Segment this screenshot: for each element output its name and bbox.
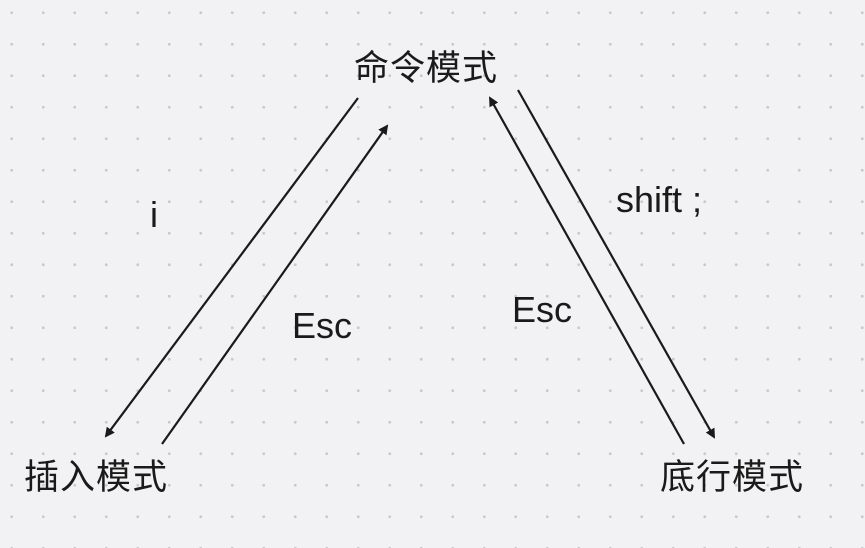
- node-last-line-mode: 底行模式: [660, 458, 805, 498]
- arrow-command-to-insert: [104, 97, 359, 438]
- arrow-lastline-to-command: [489, 96, 685, 445]
- edge-label-command-to-insert: i: [150, 194, 158, 235]
- arrow-insert-to-command: [161, 124, 389, 445]
- arrow-command-to-lastline: [517, 89, 715, 439]
- node-command-mode: 命令模式: [354, 49, 499, 89]
- edge-label-command-to-lastline: shift ;: [616, 179, 703, 220]
- edge-label-lastline-to-command: Esc: [512, 289, 573, 330]
- edge-label-insert-to-command: Esc: [292, 305, 353, 346]
- node-insert-mode: 插入模式: [24, 458, 169, 498]
